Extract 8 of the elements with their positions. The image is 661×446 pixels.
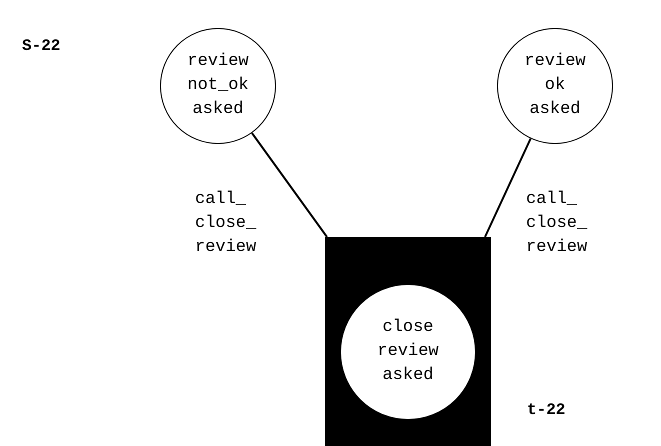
state-id-label: t-22 bbox=[527, 401, 566, 419]
node-label: review not_ok asked bbox=[186, 51, 250, 121]
connector-line bbox=[484, 138, 532, 238]
connector-line bbox=[251, 132, 328, 238]
node-label: review ok asked bbox=[523, 51, 587, 121]
filled-square bbox=[325, 237, 491, 446]
state-id-label: S-22 bbox=[22, 37, 60, 55]
node-label: close review asked bbox=[376, 317, 440, 387]
